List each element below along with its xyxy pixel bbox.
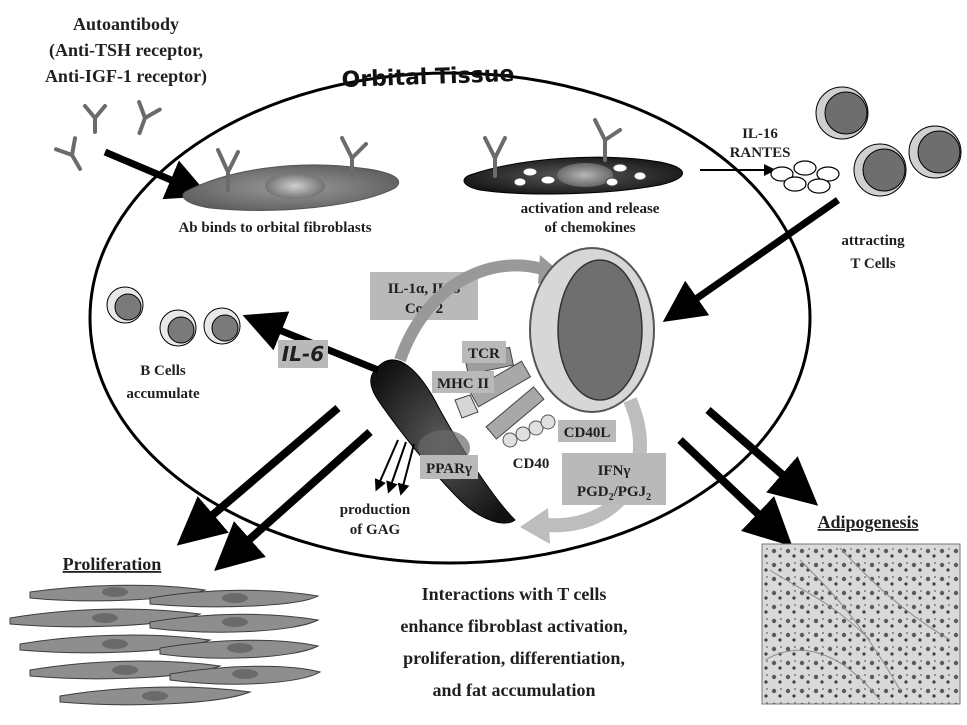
free-antibodies <box>56 102 160 174</box>
arrow-attract-t-cells <box>680 200 838 310</box>
il6-label: IL-6 <box>282 342 324 366</box>
mhc-label: MHC II <box>437 376 489 392</box>
summary-line-1: Interactions with T cells <box>422 584 607 604</box>
b-cell-icon <box>107 287 143 323</box>
summary-line-2: enhance fibroblast activation, <box>400 616 627 636</box>
adipogenesis-label: Adipogenesis <box>817 512 918 532</box>
t-cell-nucleus <box>558 260 642 400</box>
activation-label-2: of chemokines <box>544 220 635 236</box>
gag-arrows <box>378 440 414 490</box>
orbital-fibroblast <box>183 138 399 210</box>
orbital-tissue-title: Orbital Tissue <box>341 62 515 93</box>
cd40l-label: CD40L <box>564 425 611 441</box>
attracting-label-2: T Cells <box>850 256 895 272</box>
arrow-proliferation-1 <box>195 408 338 530</box>
antibody-icon <box>85 106 105 132</box>
b-cell-icon <box>204 308 240 344</box>
ifn-line1: IFNγ <box>598 463 631 479</box>
antibody-icon <box>56 138 90 174</box>
gag-label-1: production <box>340 502 411 518</box>
chemokine-il16: IL-16 <box>742 126 778 142</box>
autoantibody-title: Autoantibody <box>73 14 179 34</box>
gag-label-2: of GAG <box>350 522 401 538</box>
curved-arrow-bottom-head <box>520 508 550 544</box>
autoantibody-line2: (Anti-TSH receptor, <box>49 40 203 61</box>
attracting-label-1: attracting <box>841 233 905 249</box>
b-cell-icon <box>160 310 196 346</box>
proliferation-label: Proliferation <box>63 554 162 574</box>
proliferating-fibroblasts <box>10 585 320 705</box>
autoantibody-line3: Anti-IGF-1 receptor) <box>45 66 207 87</box>
activated-fibroblast <box>464 120 682 194</box>
chemokine-rantes: RANTES <box>730 145 791 161</box>
summary-line-3: proliferation, differentiation, <box>403 648 625 668</box>
t-cell-icon <box>816 87 868 139</box>
activated-nucleus <box>557 163 613 187</box>
summary-line-4: and fat accumulation <box>432 680 595 700</box>
t-cell-icon <box>854 144 906 196</box>
b-cells <box>107 287 240 346</box>
chemokine-particles <box>771 161 839 193</box>
fibroblast-nucleus <box>265 173 325 199</box>
b-cells-label-2: accumulate <box>126 386 200 402</box>
b-cells-label-1: B Cells <box>140 363 186 379</box>
t-cells-outside <box>816 87 961 196</box>
antibody-icon <box>129 102 160 137</box>
t-cell-center <box>530 248 654 412</box>
bound-antibody-icon <box>595 120 620 160</box>
ppar-label: PPARγ <box>426 461 472 477</box>
adipogenesis-micrograph <box>762 544 960 704</box>
cd40-label: CD40 <box>513 456 550 472</box>
ab-binds-label: Ab binds to orbital fibroblasts <box>178 220 371 236</box>
activation-label-1: activation and release <box>521 201 660 217</box>
t-cell-icon <box>909 126 961 178</box>
tcr-label: TCR <box>468 346 500 362</box>
